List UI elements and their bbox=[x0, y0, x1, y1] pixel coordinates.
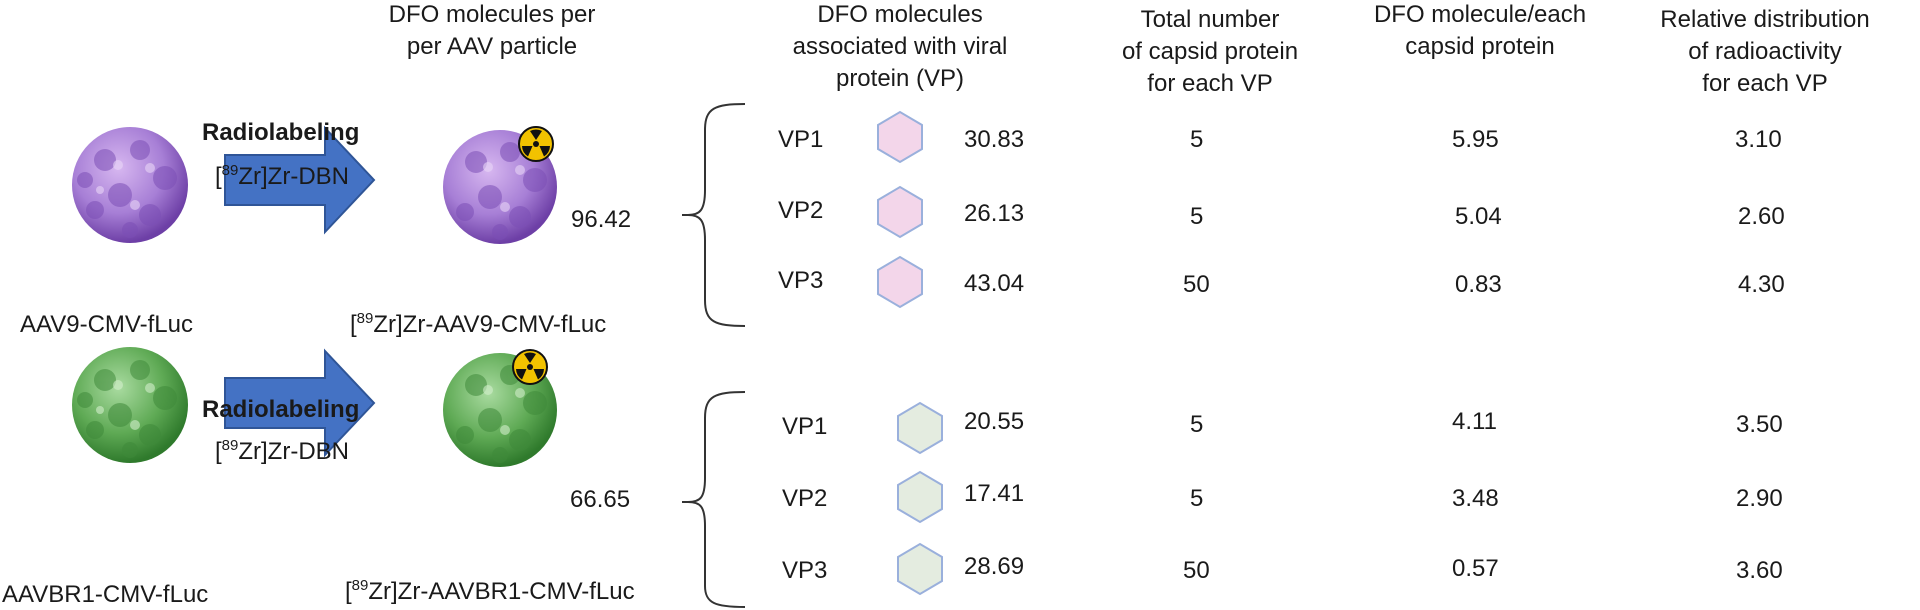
vp-label: VP2 bbox=[782, 485, 828, 512]
isotope-mass: 89 bbox=[221, 437, 239, 454]
relative-distribution-value: 3.10 bbox=[1735, 126, 1782, 153]
capsid-total-value: 50 bbox=[1183, 271, 1210, 298]
virus-aav9-source bbox=[72, 127, 188, 243]
brace-icon bbox=[687, 391, 746, 608]
vp-label: VP3 bbox=[778, 267, 824, 294]
vp-label: VP1 bbox=[782, 413, 828, 440]
header-line: DFO molecules bbox=[817, 1, 983, 28]
reagent-name: Zr]Zr-DBN bbox=[238, 163, 349, 190]
source-virus-label: AAVBR1-CMV-fLuc bbox=[2, 581, 209, 608]
dfo-vp-value: 43.04 bbox=[964, 270, 1025, 297]
dfo-vp-value: 20.55 bbox=[964, 408, 1025, 435]
reaction-label: Radiolabeling bbox=[202, 396, 360, 423]
header-line: protein (VP) bbox=[835, 65, 965, 92]
dfo-vp-value: 26.13 bbox=[964, 200, 1025, 227]
dfo-per-capsid-value: 5.95 bbox=[1452, 126, 1499, 153]
radiation-icon bbox=[512, 349, 548, 385]
dfo-per-capsid-value: 3.48 bbox=[1452, 485, 1499, 512]
dfo-per-capsid-value: 0.83 bbox=[1455, 271, 1502, 298]
header-line: Total number bbox=[1140, 6, 1280, 33]
header-line: of radioactivity bbox=[1688, 38, 1842, 65]
capsid-total-value: 5 bbox=[1190, 126, 1204, 153]
product-virus-label: [89Zr]Zr-AAVBR1-CMV-fLuc bbox=[345, 577, 635, 605]
capsid-hexagon-icon bbox=[897, 542, 943, 596]
vp-label: VP3 bbox=[782, 557, 828, 584]
isotope-mass: 89 bbox=[351, 577, 369, 594]
header-line: for each VP bbox=[1702, 70, 1828, 97]
product-virus-label: [89Zr]Zr-AAV9-CMV-fLuc bbox=[350, 310, 607, 338]
capsid-hexagon-icon bbox=[877, 255, 923, 309]
capsid-total-value: 5 bbox=[1190, 411, 1204, 438]
reaction-arrow-icon bbox=[224, 348, 376, 458]
vp-label: VP2 bbox=[778, 197, 824, 224]
capsid-total-value: 5 bbox=[1190, 203, 1204, 230]
relative-distribution-value: 3.50 bbox=[1736, 411, 1783, 438]
vp-label: VP1 bbox=[778, 126, 824, 153]
header-line: of capsid protein bbox=[1121, 38, 1299, 65]
reagent-name: Zr]Zr-DBN bbox=[238, 438, 349, 465]
isotope-mass: 89 bbox=[221, 162, 239, 179]
relative-distribution-value: 2.60 bbox=[1738, 203, 1785, 230]
capsid-hexagon-icon bbox=[897, 401, 943, 455]
relative-distribution-value: 2.90 bbox=[1736, 485, 1783, 512]
product-name: Zr]Zr-AAVBR1-CMV-fLuc bbox=[368, 578, 635, 605]
header-line: DFO molecules per bbox=[388, 1, 596, 28]
brace-icon bbox=[687, 103, 746, 327]
header-line: DFO molecule/each bbox=[1373, 1, 1587, 28]
dfo-per-particle-value: 96.42 bbox=[571, 206, 632, 233]
capsid-total-value: 5 bbox=[1190, 485, 1204, 512]
header-line: per AAV particle bbox=[406, 33, 578, 60]
reagent-label: [89Zr]Zr-DBN bbox=[215, 437, 349, 465]
isotope-mass: 89 bbox=[356, 310, 374, 327]
radiation-icon bbox=[518, 126, 554, 162]
product-name: Zr]Zr-AAV9-CMV-fLuc bbox=[373, 311, 607, 338]
relative-distribution-value: 3.60 bbox=[1736, 557, 1783, 584]
reaction-label: Radiolabeling bbox=[202, 119, 360, 146]
capsid-total-value: 50 bbox=[1183, 557, 1210, 584]
virus-aavbr1-source bbox=[72, 347, 188, 463]
dfo-per-particle-value: 66.65 bbox=[570, 486, 631, 513]
dfo-per-capsid-value: 5.04 bbox=[1455, 203, 1502, 230]
reaction-arrow-icon bbox=[224, 125, 376, 235]
dfo-per-capsid-value: 4.11 bbox=[1452, 408, 1497, 435]
capsid-hexagon-icon bbox=[877, 110, 923, 164]
capsid-hexagon-icon bbox=[877, 185, 923, 239]
dfo-vp-value: 28.69 bbox=[964, 553, 1025, 580]
dfo-vp-value: 30.83 bbox=[964, 126, 1025, 153]
header-line: associated with viral bbox=[792, 33, 1008, 60]
reagent-label: [89Zr]Zr-DBN bbox=[215, 162, 349, 190]
source-virus-label: AAV9-CMV-fLuc bbox=[20, 311, 193, 338]
header-line: for each VP bbox=[1147, 70, 1273, 97]
relative-distribution-value: 4.30 bbox=[1738, 271, 1785, 298]
header-line: capsid protein bbox=[1405, 33, 1555, 60]
capsid-hexagon-icon bbox=[897, 470, 943, 524]
header-line: Relative distribution bbox=[1660, 6, 1870, 33]
dfo-per-capsid-value: 0.57 bbox=[1452, 555, 1499, 582]
dfo-vp-value: 17.41 bbox=[964, 480, 1025, 507]
